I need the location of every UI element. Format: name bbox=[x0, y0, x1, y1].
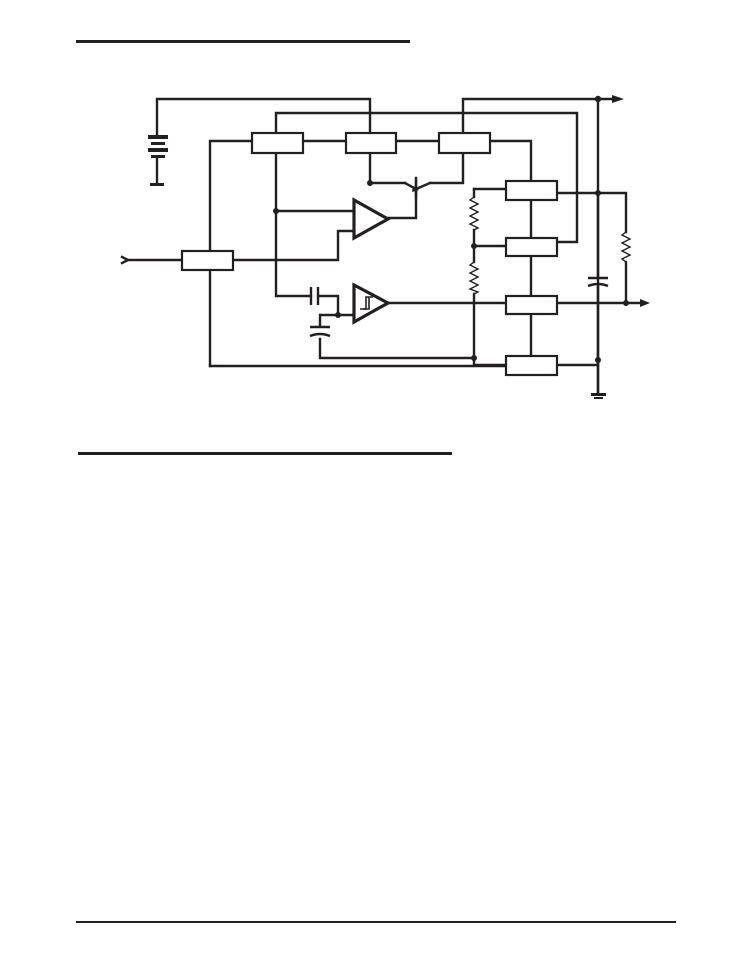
supply-block-2 bbox=[344, 131, 398, 155]
right-block-1 bbox=[504, 179, 559, 202]
supply-block-3 bbox=[437, 131, 492, 155]
ground-battery bbox=[150, 183, 164, 186]
junction-dots bbox=[273, 95, 629, 363]
signal-output-arrow bbox=[640, 299, 650, 307]
input-terminal bbox=[120, 255, 131, 265]
right-block-2 bbox=[504, 236, 559, 258]
error-amplifier bbox=[352, 197, 392, 241]
right-block-3 bbox=[504, 294, 559, 316]
right-block-4 bbox=[504, 354, 559, 377]
battery bbox=[148, 135, 168, 185]
hysteresis-comparator bbox=[352, 282, 392, 325]
pass-transistor bbox=[403, 179, 432, 200]
section-rule bbox=[78, 452, 452, 455]
coupling-capacitor bbox=[309, 287, 320, 305]
divider-resistor-lower bbox=[468, 261, 480, 295]
timing-capacitor bbox=[309, 325, 331, 338]
divider-resistor-upper bbox=[468, 196, 480, 231]
load-resistor bbox=[620, 231, 632, 263]
ground-output bbox=[591, 393, 606, 399]
input-block bbox=[180, 249, 235, 272]
output-capacitor bbox=[587, 276, 609, 395]
wires bbox=[126, 97, 642, 395]
supply-block-1 bbox=[250, 131, 305, 155]
function-blocks bbox=[180, 131, 559, 377]
supply-output-arrow bbox=[612, 95, 624, 103]
footer-rule bbox=[76, 921, 676, 923]
header-rule bbox=[76, 40, 410, 43]
